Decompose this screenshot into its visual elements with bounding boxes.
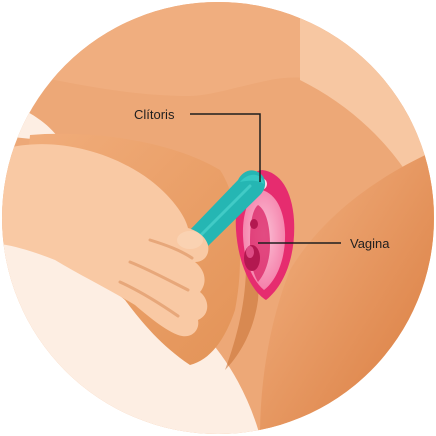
urethra-mark bbox=[250, 219, 258, 229]
vagina-highlight bbox=[246, 246, 254, 258]
vagina-label: Vagina bbox=[350, 236, 390, 251]
thumb bbox=[177, 231, 203, 249]
clitoris-label: Clítoris bbox=[134, 107, 175, 122]
